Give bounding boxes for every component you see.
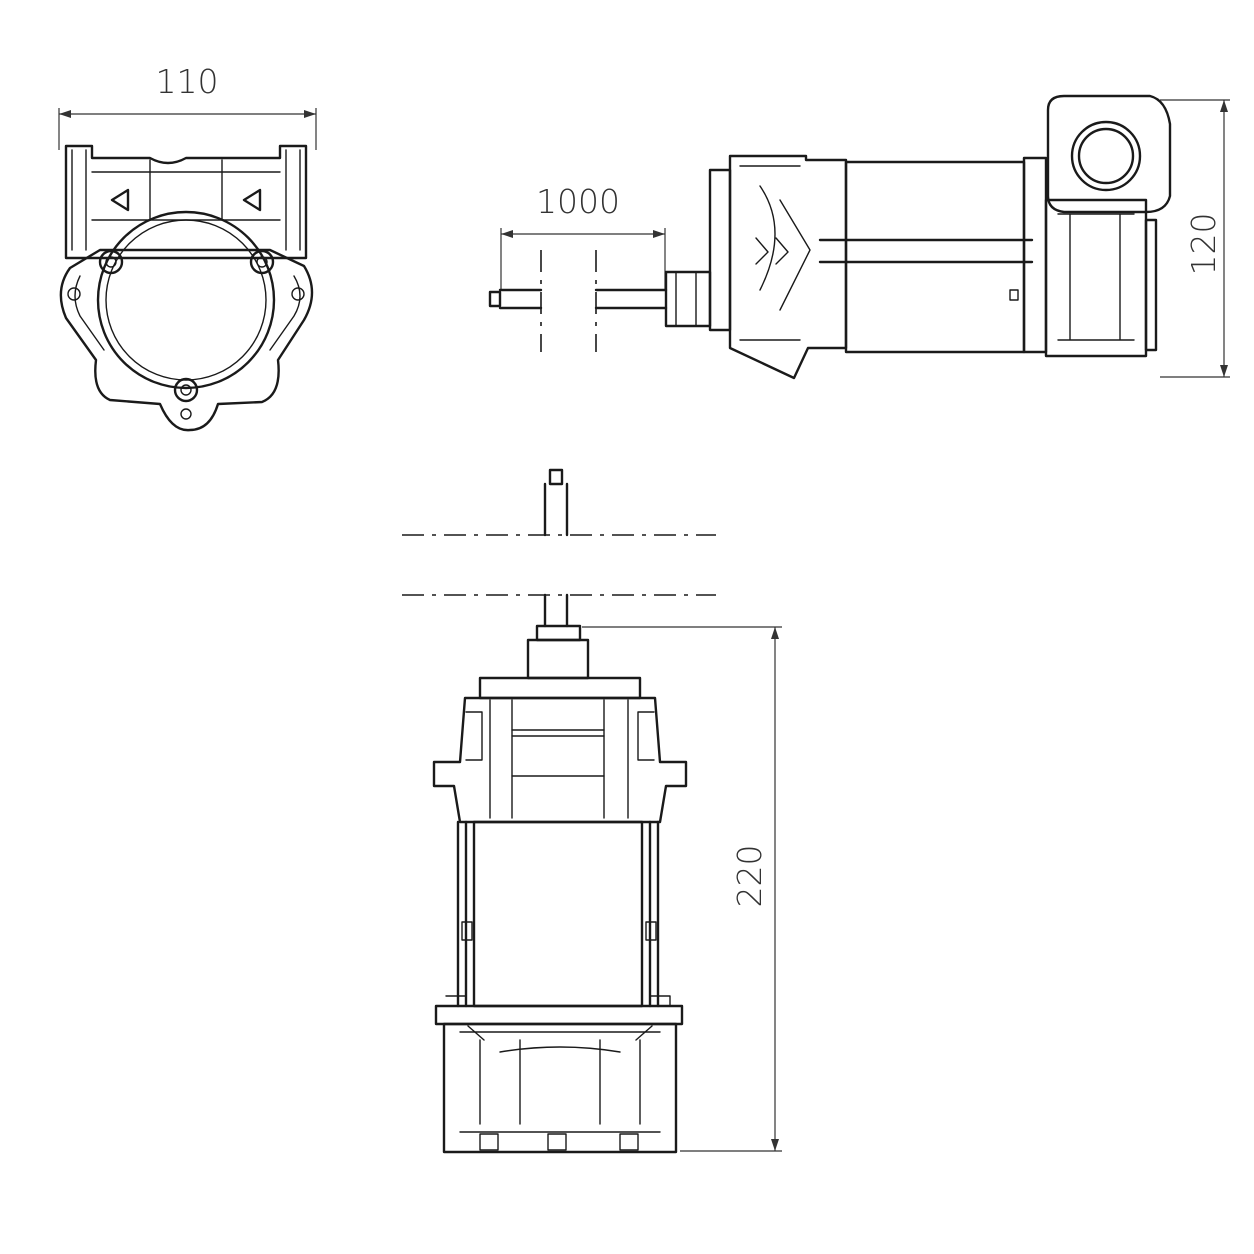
dimension-label-120: 120 [1184,213,1223,276]
dimension-label-1000: 1000 [536,182,620,221]
dimension-label-220: 220 [730,845,769,908]
side-view: 1000 [488,94,1230,380]
dimension-label-110: 110 [156,62,219,101]
front-view: 220 [402,468,782,1154]
top-view: 110 [58,62,317,432]
dimension-220: 220 [582,626,782,1152]
dimension-1000: 1000 [500,182,666,290]
dimension-110: 110 [58,62,317,150]
dimension-120: 120 [1160,99,1230,378]
